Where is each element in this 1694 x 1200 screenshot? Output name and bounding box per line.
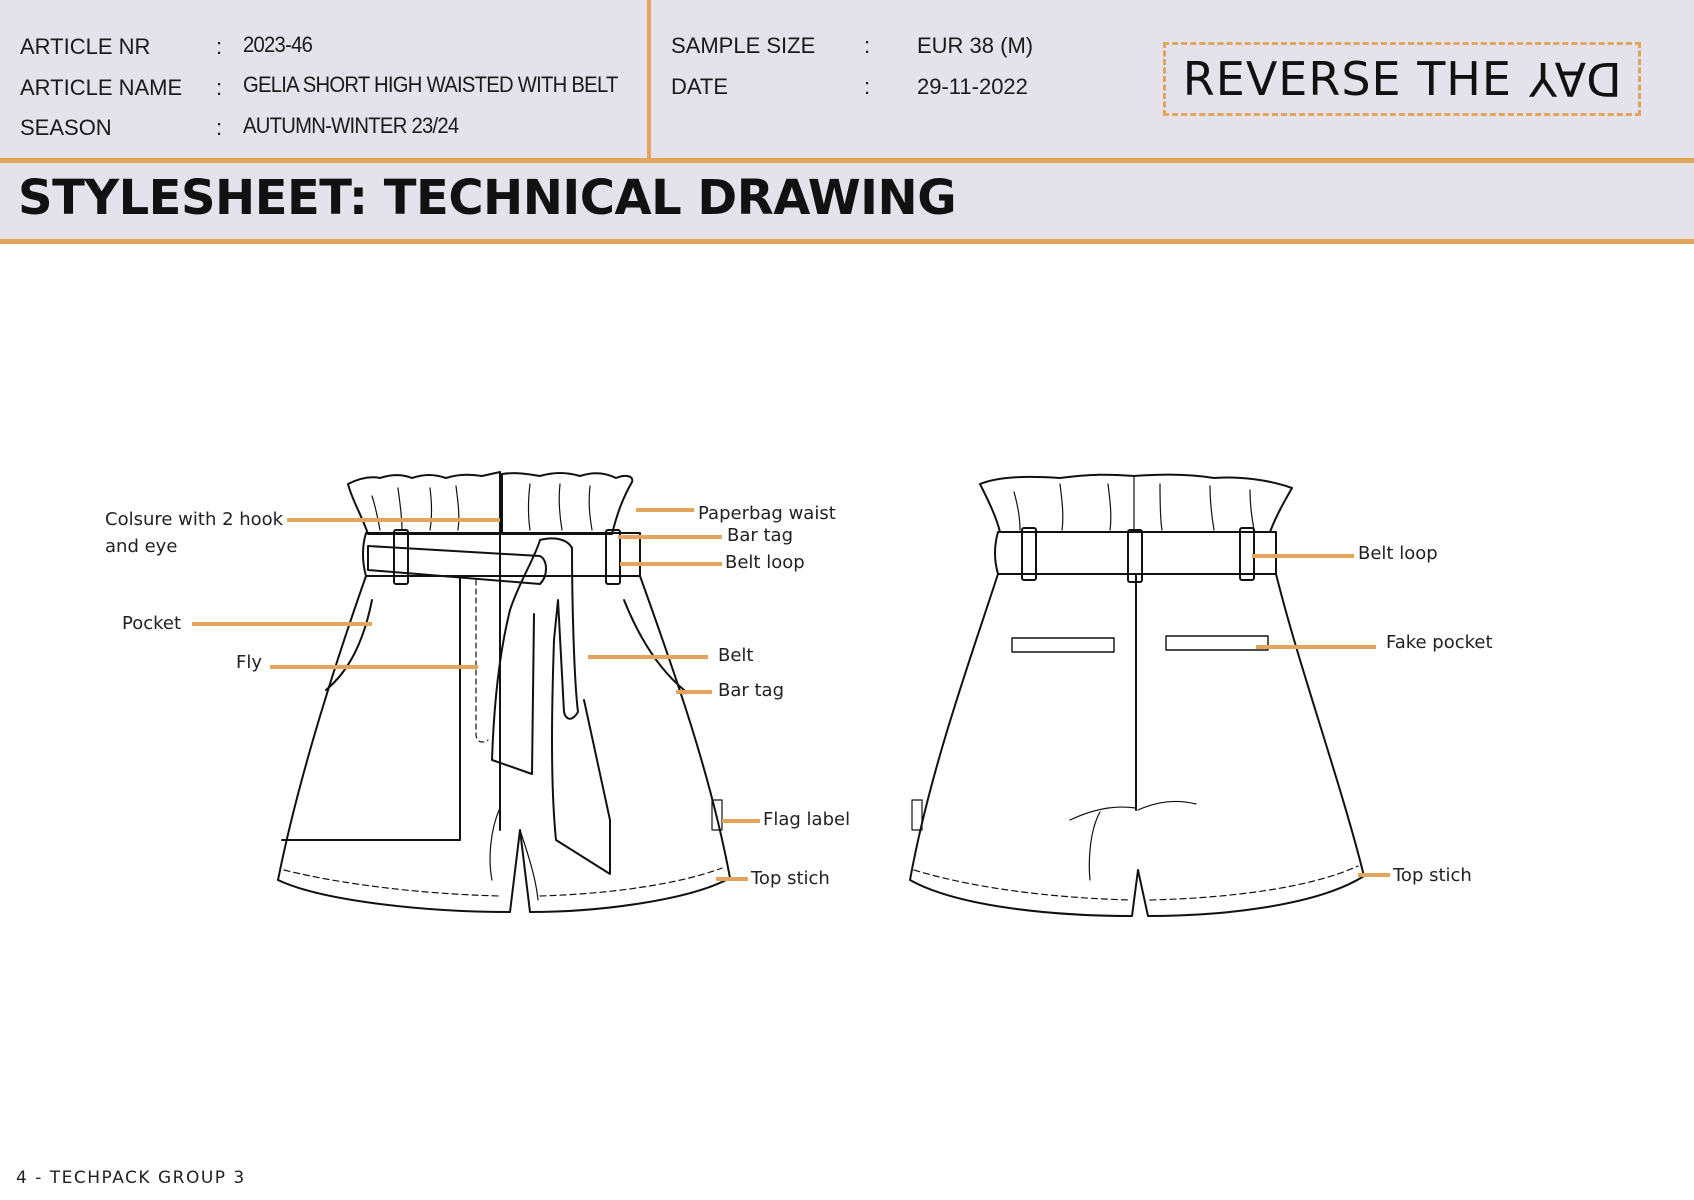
page-footer: 4 - TECHPACK GROUP 3 <box>16 1168 246 1188</box>
back-waistband <box>994 531 1277 575</box>
article-name-colon: : <box>216 75 223 100</box>
front-body <box>277 575 731 913</box>
front-belt-tie <box>491 537 611 875</box>
front-fly-stitch <box>475 579 489 743</box>
page-title: STYLESHEET: TECHNICAL DRAWING <box>18 170 957 226</box>
back-hem-stitch <box>913 865 1359 901</box>
callout-fly: Fly <box>236 652 263 673</box>
front-belt-loop-left <box>393 529 409 585</box>
article-name-value: GELIA SHORT HIGH WAISTED WITH BELT <box>243 72 618 97</box>
callout-paperbag-waist: Paperbag waist <box>698 503 836 524</box>
date-value: 29-11-2022 <box>917 74 1028 99</box>
front-pocket-right <box>623 599 685 691</box>
title-band <box>0 163 1694 239</box>
date-colon: : <box>864 74 871 99</box>
back-belt-loop-right <box>1239 527 1255 581</box>
front-ruffle-folds <box>371 473 593 535</box>
front-paperbag-ruffle-right <box>501 472 634 535</box>
front-overlap-flap <box>281 533 501 841</box>
article-nr-value: 2023-46 <box>243 32 313 57</box>
date-label: DATE <box>671 74 729 99</box>
header-divider <box>647 0 651 158</box>
callout-top-stitch-back: Top stich <box>1393 865 1472 886</box>
brand-logo-main: REVERSE THE <box>1182 52 1528 106</box>
back-flag-label <box>911 799 923 831</box>
callout-bar-tag-side: Bar tag <box>718 680 785 701</box>
back-crotch-folds <box>1069 800 1197 881</box>
season-label: SEASON <box>20 115 112 140</box>
sample-size-label: SAMPLE SIZE <box>671 33 816 58</box>
back-belt-loop-center <box>1127 529 1143 583</box>
front-pocket-left <box>325 599 373 691</box>
header-rule <box>0 158 1694 163</box>
header-band <box>0 0 1694 158</box>
front-flag-label <box>711 799 723 831</box>
back-view-shorts <box>909 473 1365 917</box>
callout-bar-tag-top: Bar tag <box>727 525 794 546</box>
callout-belt-loop: Belt loop <box>725 552 805 573</box>
front-belt-band <box>367 545 547 585</box>
brand-logo-text: REVERSE THE DAY <box>1183 52 1621 106</box>
callout-closure: Colsure with 2 hook <box>105 509 284 530</box>
title-rule <box>0 239 1694 244</box>
back-fake-pocket-left <box>1011 637 1115 653</box>
front-waistband <box>362 532 641 577</box>
sample-size-value: EUR 38 (M) <box>917 33 1034 58</box>
front-hem-stitch <box>283 867 723 897</box>
sample-size-colon: : <box>864 33 871 58</box>
back-belt-loop-left <box>1021 527 1037 581</box>
front-paperbag-ruffle <box>347 471 501 535</box>
season-colon: : <box>216 115 223 140</box>
article-name-label: ARTICLE NAME <box>20 75 183 100</box>
back-fake-pocket-right <box>1165 635 1269 651</box>
article-nr-label: ARTICLE NR <box>20 34 151 59</box>
callout-belt: Belt <box>718 645 754 666</box>
callout-closure-line2: and eye <box>105 536 178 557</box>
callout-fake-pocket: Fake pocket <box>1386 632 1493 653</box>
back-paperbag-ruffle <box>979 473 1293 533</box>
front-belt-loop-right <box>605 529 621 585</box>
callout-belt-loop-back: Belt loop <box>1358 543 1438 564</box>
callout-pocket: Pocket <box>122 613 182 634</box>
callout-top-stitch-front: Top stich <box>751 868 830 889</box>
callout-flag-label: Flag label <box>763 809 851 830</box>
season-value: AUTUMN-WINTER 23/24 <box>243 113 459 138</box>
brand-logo-flipped: DAY <box>1527 52 1622 106</box>
back-ruffle-folds <box>1013 475 1255 533</box>
back-body <box>909 573 1365 917</box>
front-view-shorts <box>277 471 731 913</box>
front-crotch-folds <box>489 807 539 901</box>
brand-logo: REVERSE THE DAY <box>1163 42 1641 116</box>
article-nr-colon: : <box>216 34 223 59</box>
